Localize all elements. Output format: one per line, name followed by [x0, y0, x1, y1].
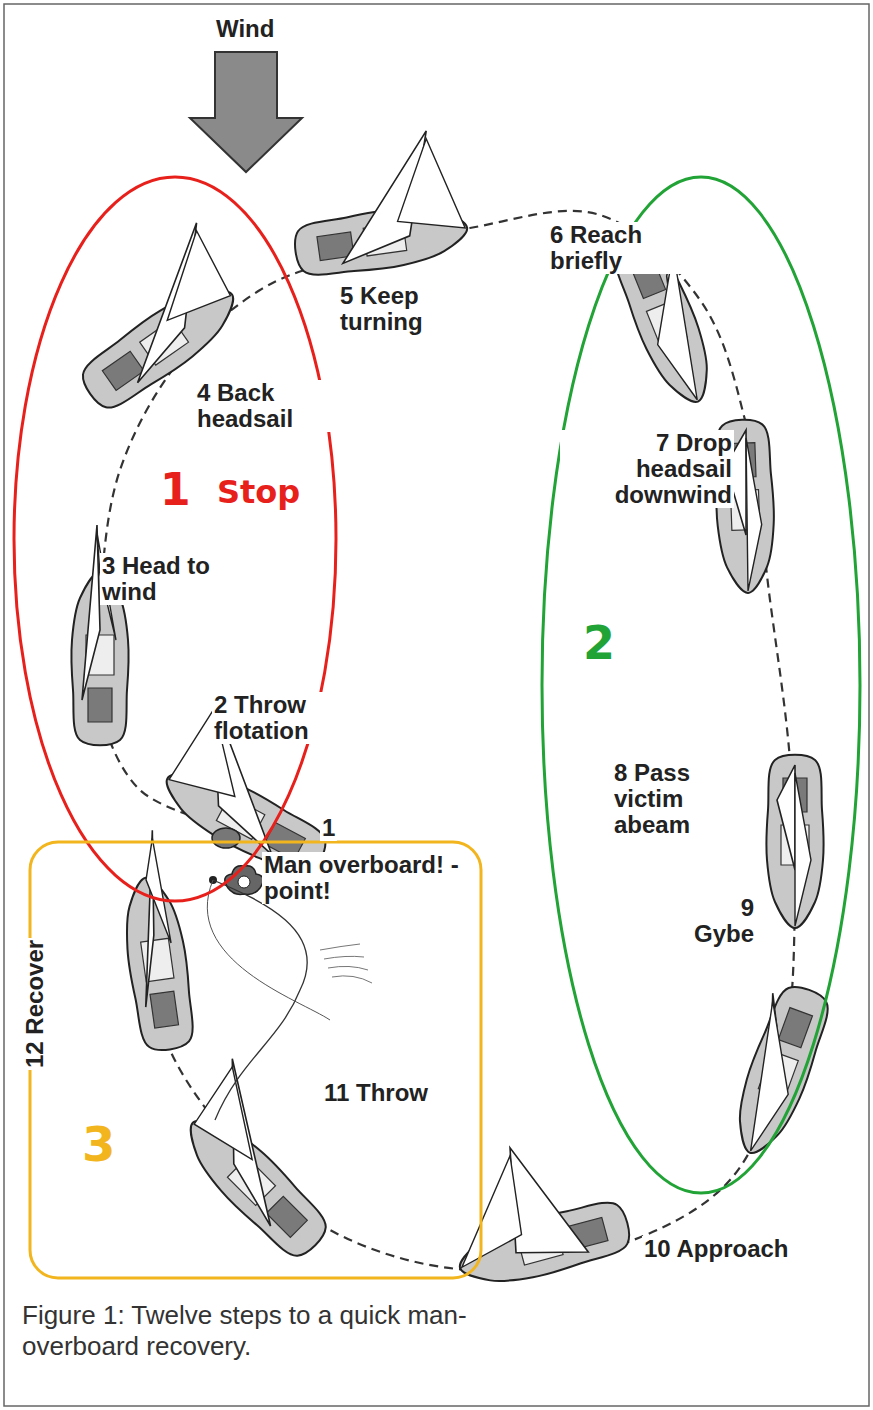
- region-outline: [14, 177, 336, 901]
- cockpit: [266, 1196, 307, 1237]
- phase-title: Stop: [217, 476, 300, 508]
- region-outline: [28, 840, 483, 1280]
- victim-head: [238, 876, 250, 888]
- headsail: [398, 139, 466, 228]
- boat-step-10: [460, 1148, 629, 1281]
- step-label: 11 Throw: [322, 1080, 430, 1106]
- step-label: 6 Reach briefly: [548, 222, 692, 274]
- boat-step-8: [766, 755, 823, 928]
- cabin: [141, 938, 174, 982]
- step-label: 1: [320, 815, 337, 841]
- headsail: [146, 838, 171, 943]
- step-label: 2 Throw flotation: [212, 692, 366, 744]
- step-label: 12 Recover: [22, 938, 48, 1070]
- region-outline: [12, 175, 338, 903]
- step-label: 9 Gybe: [690, 895, 756, 947]
- motion-line: [332, 976, 372, 983]
- step-label: 4 Back headsail: [195, 380, 349, 432]
- cockpit: [778, 1008, 812, 1048]
- course-line: [95, 211, 795, 1271]
- region-outline: [30, 842, 481, 1278]
- hull: [766, 755, 823, 928]
- cockpit: [102, 351, 144, 390]
- wind-arrow: [190, 52, 302, 172]
- region-outline: [542, 177, 860, 1193]
- flotation: [212, 828, 240, 848]
- cockpit: [150, 991, 178, 1028]
- step-label: 10 Approach: [642, 1236, 790, 1262]
- headsail: [795, 773, 811, 926]
- motion-line: [320, 944, 360, 950]
- phase-number: 1: [160, 468, 191, 512]
- step-label: 3 Head to wind: [100, 553, 239, 605]
- motion-line: [324, 956, 364, 959]
- boat-step-11: [191, 1059, 326, 1256]
- phase-number: 3: [82, 1120, 115, 1168]
- step-label: 5 Keep turning: [338, 283, 492, 335]
- mainsail: [777, 765, 795, 870]
- recover-region: 3: [28, 840, 483, 1280]
- boat-step-5: [295, 131, 467, 275]
- headsail: [751, 1001, 789, 1151]
- hull: [740, 987, 828, 1153]
- headsail: [167, 231, 230, 321]
- return-region: 2: [540, 175, 862, 1195]
- headsail: [462, 1156, 522, 1267]
- mainsail: [82, 525, 100, 700]
- mainsail: [510, 1148, 588, 1253]
- stop-region: 1 Stop: [12, 175, 338, 903]
- step-label: Man overboard! - point!: [262, 852, 466, 904]
- cockpit: [88, 688, 112, 722]
- boat-step-9: [740, 987, 828, 1153]
- wind-label: Wind: [214, 16, 276, 42]
- step-label: 8 Pass victim abeam: [612, 760, 728, 838]
- motion-line: [328, 966, 368, 970]
- figure-frame: [4, 4, 869, 1406]
- step-label: 7 Drop headsail downwind: [560, 430, 734, 508]
- figure-caption: Figure 1: Twelve steps to a quick man-ov…: [22, 1300, 542, 1362]
- phase-number: 2: [583, 620, 615, 666]
- boat-step-12: [127, 830, 193, 1050]
- region-outline: [540, 175, 862, 1195]
- headsail: [194, 1067, 252, 1160]
- headsail: [746, 438, 762, 591]
